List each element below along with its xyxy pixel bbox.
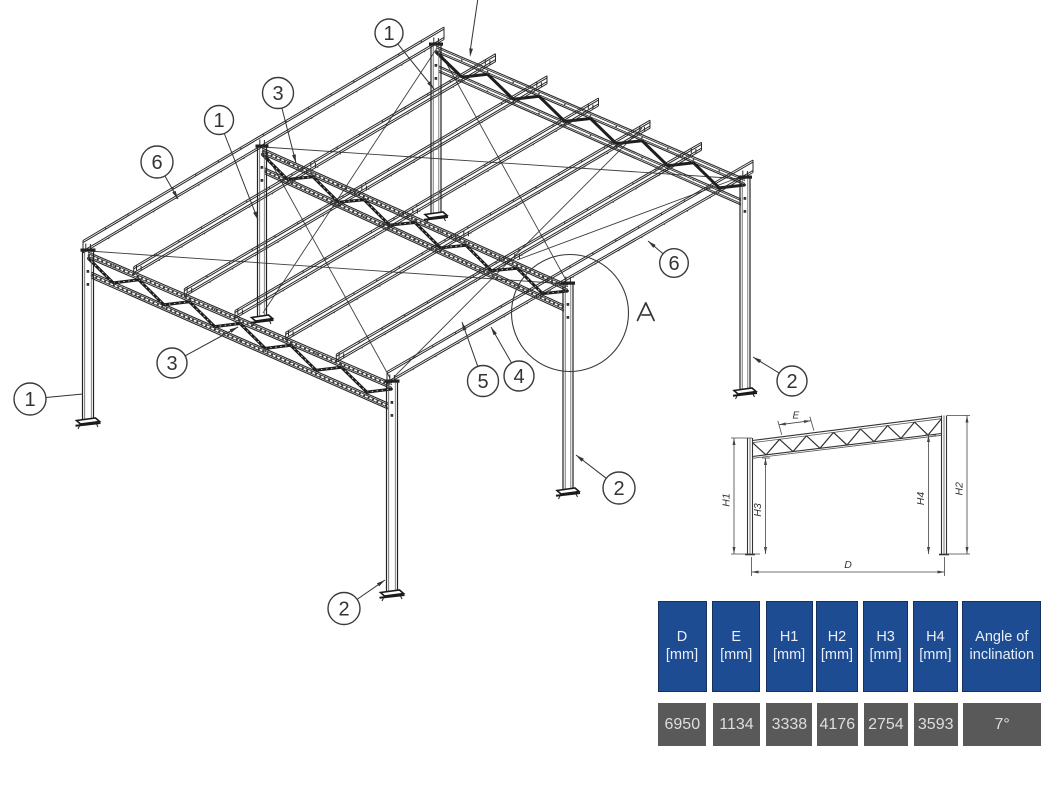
svg-text:6: 6 — [151, 152, 162, 174]
svg-text:2: 2 — [338, 598, 349, 620]
svg-text:5: 5 — [477, 371, 488, 393]
svg-text:3: 3 — [166, 353, 177, 375]
svg-text:1: 1 — [24, 389, 35, 411]
svg-text:2: 2 — [613, 478, 624, 500]
svg-text:H2: H2 — [954, 482, 966, 496]
svg-text:6: 6 — [668, 253, 679, 275]
svg-text:H4: H4 — [915, 492, 927, 506]
svg-text:H1: H1 — [721, 493, 733, 506]
svg-text:4: 4 — [513, 366, 524, 388]
svg-text:1: 1 — [383, 23, 394, 45]
svg-text:3: 3 — [272, 83, 283, 105]
svg-text:E: E — [793, 411, 800, 422]
svg-text:H3: H3 — [752, 503, 764, 517]
svg-text:D: D — [844, 559, 852, 571]
svg-text:1: 1 — [213, 110, 224, 132]
svg-text:2: 2 — [786, 371, 797, 393]
